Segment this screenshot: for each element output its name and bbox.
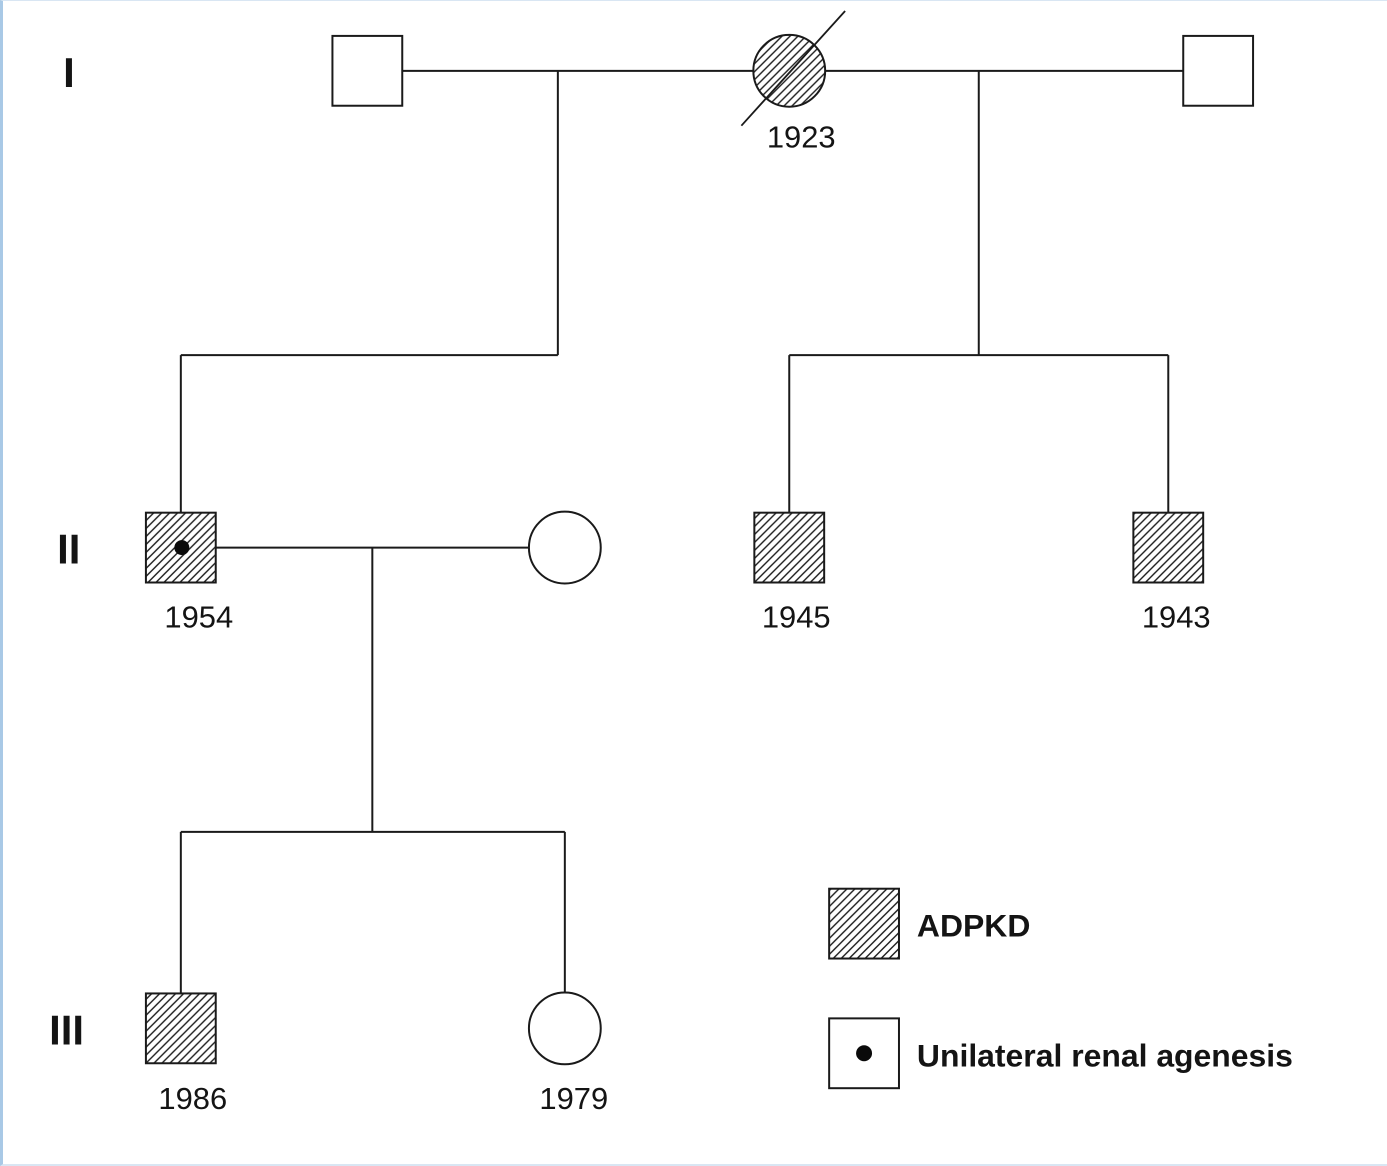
legend-label-renal-agenesis: Unilateral renal agenesis bbox=[917, 1037, 1293, 1073]
male-symbol-unaffected bbox=[1182, 34, 1255, 107]
relationship-lines bbox=[179, 69, 1184, 994]
birth-year-label: 1945 bbox=[762, 599, 831, 634]
renal-agenesis-dot-icon bbox=[856, 1045, 873, 1062]
male-symbol-unaffected bbox=[331, 34, 404, 107]
pedigree-chart: I II III bbox=[49, 10, 1293, 1116]
individual-II-4: 1943 bbox=[1132, 511, 1211, 634]
birth-year-label: 1923 bbox=[767, 120, 836, 155]
hatched-square-icon bbox=[828, 887, 900, 960]
birth-year-label: 1943 bbox=[1142, 599, 1211, 634]
individual-II-2 bbox=[527, 510, 602, 585]
legend: ADPKD Unilateral renal agenesis bbox=[828, 887, 1293, 1090]
individual-I-1 bbox=[331, 34, 404, 107]
legend-item-adpkd: ADPKD bbox=[828, 887, 1030, 960]
female-symbol-unaffected bbox=[527, 991, 602, 1066]
birth-year-label: 1986 bbox=[158, 1081, 227, 1116]
birth-year-label: 1954 bbox=[164, 599, 233, 634]
male-symbol-affected bbox=[753, 511, 826, 584]
individual-II-1: 1954 bbox=[144, 511, 233, 634]
legend-item-renal-agenesis: Unilateral renal agenesis bbox=[828, 1017, 1293, 1090]
male-symbol-affected bbox=[144, 992, 217, 1065]
individual-I-3 bbox=[1182, 34, 1255, 107]
male-symbol-affected bbox=[1132, 511, 1205, 584]
female-symbol-unaffected bbox=[527, 510, 602, 585]
individual-III-2: 1979 bbox=[527, 991, 608, 1116]
individual-I-2: 1923 bbox=[740, 10, 846, 155]
legend-label-adpkd: ADPKD bbox=[917, 908, 1030, 944]
individual-II-3: 1945 bbox=[753, 511, 831, 634]
generation-label-3: III bbox=[49, 1006, 84, 1053]
individual-III-1: 1986 bbox=[144, 992, 227, 1116]
renal-agenesis-dot-icon bbox=[174, 540, 190, 556]
deceased-slash-icon bbox=[740, 10, 846, 127]
generation-label-1: I bbox=[63, 49, 75, 96]
birth-year-label: 1979 bbox=[539, 1081, 608, 1116]
generation-label-2: II bbox=[57, 526, 80, 573]
